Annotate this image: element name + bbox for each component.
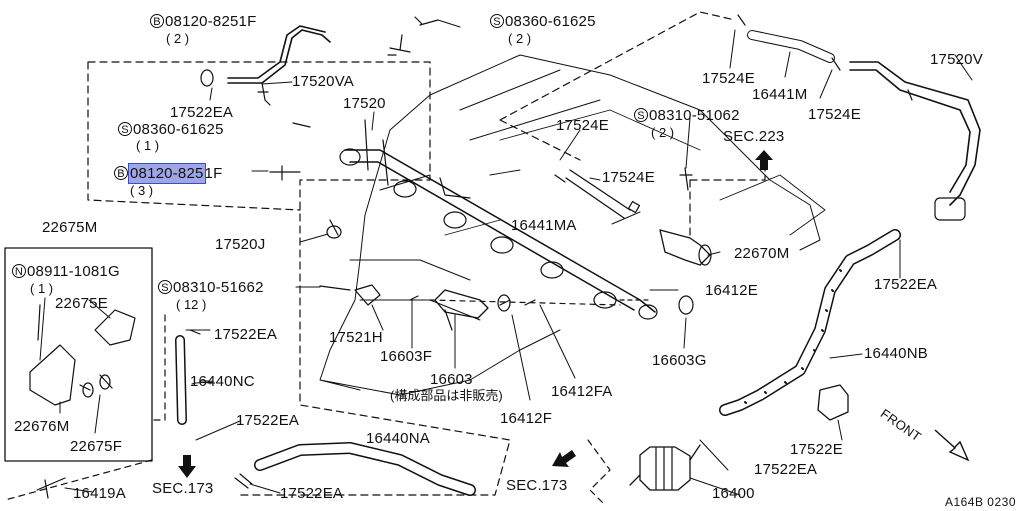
- dashed-boundary-sec223: [689, 167, 766, 241]
- sec-223-ref[interactable]: SEC.223: [723, 128, 785, 145]
- part-17521h: 17521H: [329, 329, 383, 346]
- part-17524e: 17524E: [808, 106, 861, 123]
- part-17520j: 17520J: [215, 236, 266, 253]
- arrow-down-icon: [178, 455, 196, 478]
- arrow-down-left-icon: [552, 450, 576, 467]
- injector: [434, 289, 489, 319]
- screw-prefix-icon: S: [118, 122, 132, 136]
- pressure-regulator: [659, 229, 711, 266]
- sec-173-ref[interactable]: SEC.173: [506, 477, 568, 494]
- part-16412fa: 16412FA: [551, 383, 613, 400]
- part-17522ea: 17522EA: [236, 412, 300, 429]
- bracket-22676m: [29, 344, 76, 406]
- selected-part-highlight[interactable]: 08120-825: [128, 163, 206, 184]
- hose-16441ma: [565, 169, 631, 219]
- part-16603: 16603: [430, 371, 473, 388]
- dashed-boundary-right: [499, 11, 736, 161]
- inset-frame: [4, 247, 153, 462]
- part-22676m: 22676M: [14, 418, 70, 435]
- nut-prefix-icon: N: [12, 264, 26, 278]
- qty-label: ( 1 ): [136, 138, 160, 153]
- part-17520va: 17520VA: [292, 73, 355, 90]
- part-16419a: 16419A: [73, 485, 126, 502]
- part-17522ea: 17522EA: [170, 104, 234, 121]
- qty-label: ( 3 ): [130, 183, 154, 198]
- fuel-rail: [344, 149, 656, 313]
- screw-prefix-icon: S: [158, 280, 172, 294]
- part-16400: 16400: [712, 485, 755, 502]
- sec-173-ref[interactable]: SEC.173: [152, 480, 214, 497]
- dashed-boundary-sec173b: [587, 439, 611, 506]
- part-17520v: 17520V: [930, 51, 983, 68]
- diagram-code: A164B 0230: [944, 495, 1016, 509]
- part-17522ea: 17522EA: [214, 326, 278, 343]
- screw-prefix-icon: S: [634, 108, 648, 122]
- part-22675f: 22675F: [70, 438, 123, 455]
- part-16603f: 16603F: [380, 348, 433, 365]
- bolt-prefix-icon: B: [114, 166, 128, 180]
- part-16441m: 16441M: [752, 86, 808, 103]
- part-17520: 17520: [343, 95, 386, 112]
- clamp-17522e: [817, 384, 849, 421]
- part-16603g: 16603G: [652, 352, 707, 369]
- part-17524e: 17524E: [702, 70, 755, 87]
- qty-label: ( 12 ): [176, 297, 207, 312]
- fuel-filter: [629, 444, 701, 491]
- part-16440nc: 16440NC: [190, 373, 255, 390]
- qty-label: ( 2 ): [166, 31, 190, 46]
- part-22670m: 22670M: [734, 245, 790, 262]
- part-17522ea: 17522EA: [874, 276, 938, 293]
- part-16412e: 16412E: [705, 282, 758, 299]
- part-17522ea: 17522EA: [280, 485, 344, 502]
- part-16441ma: 16441MA: [511, 217, 577, 234]
- qty-label: ( 2 ): [508, 31, 532, 46]
- part-22675e: 22675E: [55, 295, 108, 312]
- part-16603-note: (構成部品は非販売): [390, 388, 503, 403]
- dashed-boundary-main: [87, 61, 511, 496]
- front-arrow-icon: [934, 429, 970, 462]
- arrow-up-icon: [755, 150, 773, 170]
- part-22675m: 22675M: [42, 219, 98, 236]
- part-17522e: 17522E: [790, 441, 843, 458]
- part-16412f: 16412F: [500, 410, 553, 427]
- part-17524e: 17524E: [556, 117, 609, 134]
- qty-label: ( 2 ): [651, 125, 675, 140]
- dashed-boundary-inset: [4, 314, 166, 501]
- bolt-prefix-icon: B: [150, 14, 164, 28]
- part-16440na: 16440NA: [366, 430, 430, 447]
- screw-prefix-icon: S: [490, 14, 504, 28]
- bracket-17521h: [319, 284, 381, 306]
- part-17524e: 17524E: [602, 169, 655, 186]
- qty-label: ( 1 ): [30, 281, 54, 296]
- part-16440nb: 16440NB: [864, 345, 928, 362]
- pipe-17520v: [849, 61, 981, 206]
- part-17522ea: 17522EA: [754, 461, 818, 478]
